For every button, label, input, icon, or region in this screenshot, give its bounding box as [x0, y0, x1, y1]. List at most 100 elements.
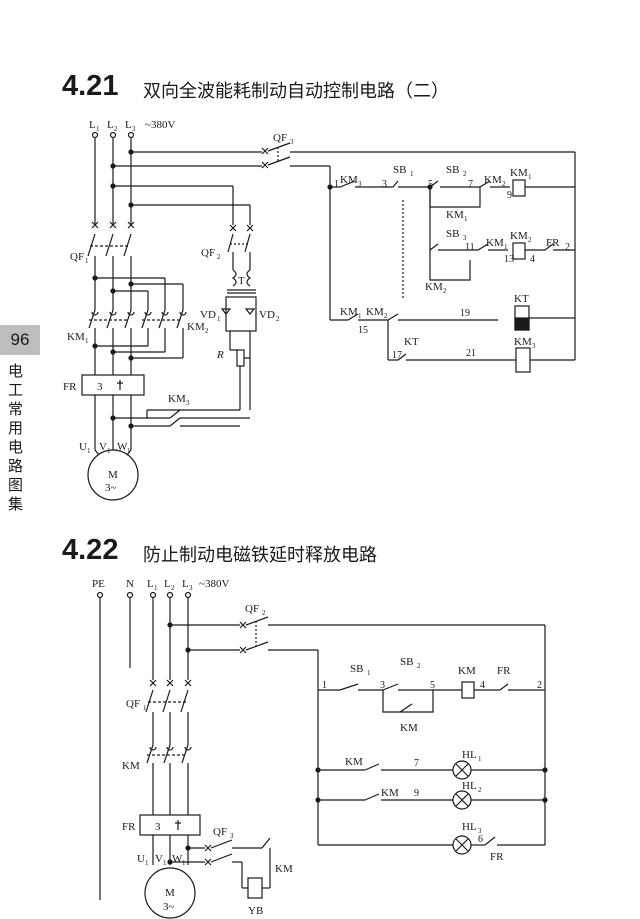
svg-text:KM: KM [366, 306, 384, 318]
svg-text:1: 1 [143, 704, 147, 712]
section-4-21-number: 4.21 [62, 70, 119, 102]
svg-text:KM: KM [400, 722, 418, 734]
svg-text:5: 5 [430, 680, 435, 691]
svg-text:2: 2 [205, 327, 209, 335]
svg-text:3: 3 [463, 234, 467, 242]
svg-text:1: 1 [96, 125, 100, 133]
svg-text:13: 13 [504, 254, 514, 265]
power-terminals [91, 131, 135, 139]
svg-text:KM: KM [122, 760, 140, 772]
svg-text:3: 3 [97, 381, 103, 393]
svg-text:R: R [216, 349, 224, 361]
svg-text:QF: QF [213, 826, 227, 838]
svg-text:W: W [117, 441, 128, 453]
svg-text:1: 1 [163, 859, 167, 867]
svg-text:KT: KT [514, 293, 529, 305]
svg-text:3~: 3~ [105, 482, 117, 494]
svg-text:3: 3 [132, 125, 136, 133]
svg-text:L: L [164, 578, 171, 590]
svg-text:15: 15 [358, 325, 368, 336]
svg-text:3: 3 [358, 180, 362, 188]
svg-text:U: U [79, 441, 87, 453]
svg-text:QF: QF [70, 251, 84, 263]
svg-text:7: 7 [414, 758, 419, 769]
svg-text:FR: FR [546, 237, 560, 249]
svg-text:1: 1 [367, 669, 371, 677]
svg-text:YB: YB [248, 905, 263, 917]
power-terminals-2 [96, 591, 192, 599]
motor-m [87, 449, 139, 501]
svg-text:4: 4 [530, 254, 535, 265]
svg-text:2: 2 [171, 584, 175, 592]
svg-text:3: 3 [380, 680, 385, 691]
svg-text:~380V: ~380V [145, 119, 175, 131]
svg-text:SB: SB [446, 228, 459, 240]
svg-text:9: 9 [414, 788, 419, 799]
svg-text:1: 1 [85, 257, 89, 265]
svg-text:2: 2 [537, 680, 542, 691]
braking-supply [147, 186, 257, 411]
svg-text:KM: KM [510, 230, 528, 242]
svg-text:QF: QF [245, 603, 259, 615]
svg-text:KM: KM [381, 787, 399, 799]
main-bus-2 [99, 598, 240, 900]
svg-text:1: 1 [504, 243, 508, 251]
svg-text:L: L [107, 119, 114, 131]
svg-text:PE: PE [92, 578, 105, 590]
control-circuit-b [315, 681, 548, 855]
svg-text:M: M [165, 887, 175, 899]
svg-text:1: 1 [85, 337, 89, 345]
svg-text:1: 1 [107, 447, 111, 455]
svg-text:1: 1 [334, 179, 339, 190]
svg-text:7: 7 [468, 179, 473, 190]
svg-text:KM: KM [345, 756, 363, 768]
svg-text:11: 11 [465, 242, 475, 253]
svg-text:KM: KM [67, 331, 85, 343]
svg-text:KM: KM [425, 281, 443, 293]
breaker-qf1 [87, 221, 135, 310]
svg-text:FR: FR [490, 851, 504, 863]
svg-text:SB: SB [350, 663, 363, 675]
svg-text:1: 1 [145, 859, 149, 867]
svg-text:1: 1 [410, 170, 414, 178]
svg-text:SB: SB [400, 656, 413, 668]
svg-text:KM: KM [514, 336, 532, 348]
svg-text:HL: HL [462, 821, 477, 833]
svg-text:QF: QF [126, 698, 140, 710]
breaker-qf2-b [239, 616, 546, 845]
svg-text:KM: KM [340, 174, 358, 186]
svg-text:HL: HL [462, 780, 477, 792]
svg-text:3: 3 [230, 832, 234, 840]
svg-text:5: 5 [428, 179, 433, 190]
svg-text:6: 6 [478, 834, 483, 845]
svg-text:3: 3 [155, 821, 161, 833]
svg-text:QF: QF [273, 132, 287, 144]
svg-text:3~: 3~ [163, 901, 175, 913]
qf3-km-brake [167, 837, 271, 899]
svg-text:1: 1 [127, 447, 131, 455]
thermal-relay-fr [81, 374, 145, 450]
svg-text:KM: KM [187, 321, 205, 333]
svg-text:3: 3 [189, 584, 193, 592]
svg-text:KM: KM [486, 237, 504, 249]
svg-text:~380V: ~380V [199, 578, 229, 590]
main-bus [94, 138, 262, 225]
svg-text:19: 19 [460, 308, 470, 319]
svg-text:QF: QF [201, 247, 215, 259]
svg-text:M: M [108, 469, 118, 481]
svg-text:KM: KM [484, 174, 502, 186]
thermal-relay-fr-b [139, 814, 201, 865]
svg-text:VD: VD [200, 309, 216, 321]
motor-m-b [144, 867, 196, 919]
svg-text:1: 1 [358, 312, 362, 320]
reversing-links [92, 275, 184, 310]
svg-text:KM: KM [446, 209, 464, 221]
svg-text:1: 1 [464, 215, 468, 223]
svg-text:17: 17 [392, 350, 402, 361]
svg-text:3: 3 [290, 138, 294, 146]
svg-text:2: 2 [417, 662, 421, 670]
svg-text:4: 4 [480, 680, 485, 691]
svg-text:1: 1 [182, 859, 186, 867]
